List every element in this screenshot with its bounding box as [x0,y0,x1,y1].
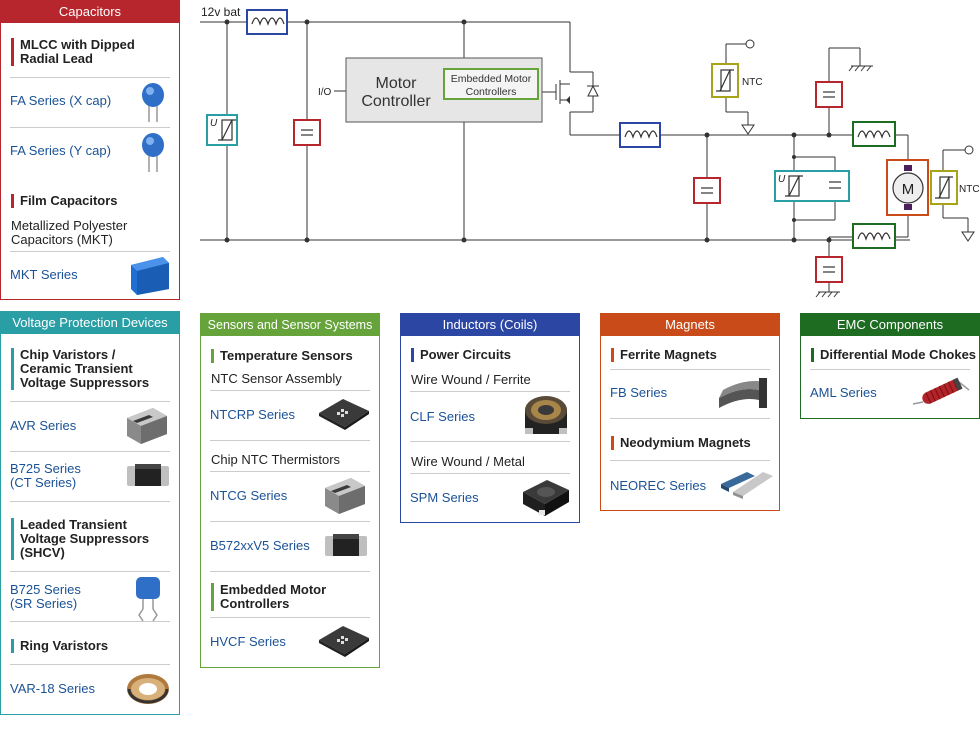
motor-symbol-label: M [902,181,915,198]
divider [610,369,770,370]
voltage-protection-panel: Voltage Protection Devices Chip Varistor… [0,311,180,715]
neorec-series-link[interactable]: NEOREC Series [610,478,707,493]
divider [210,521,370,522]
neorec-image [719,468,773,500]
divider [10,77,170,78]
divider [10,621,170,622]
fa-x-cap-image [138,81,168,123]
divider [210,571,370,572]
ntcg-image [321,474,369,516]
var18-image [125,672,171,706]
divider [210,440,370,441]
ntc-label-right: NTC [959,184,980,195]
ntcrp-image [317,395,371,431]
spm-series-link[interactable]: SPM Series [410,490,479,505]
embedded-label-1: Embedded Motor [451,73,532,85]
b725-sr-line1[interactable]: B725 Series [10,582,81,597]
divider [410,473,570,474]
battery-label: 12v bat [201,5,241,19]
b725-sr-line2[interactable]: (SR Series) [10,596,78,611]
hvcf-series-link[interactable]: HVCF Series [210,634,286,649]
avr-image [123,404,171,446]
capacitors-panel: Capacitors MLCC with Dipped Radial Lead … [0,0,180,300]
divider [210,471,370,472]
emc-panel: EMC Components Differential Mode Chokes … [800,313,980,419]
sensors-panel: Sensors and Sensor Systems Temperature S… [200,313,380,668]
aml-image [911,374,971,410]
hvcf-image [317,622,371,658]
b725-sr-series-link[interactable]: B725 Series (SR Series) [10,583,81,611]
inductors-panel: Inductors (Coils) Power Circuits Wire Wo… [400,313,580,523]
var18-series-link[interactable]: VAR-18 Series [10,681,96,696]
controller-title-1: Motor [376,75,418,92]
divider [10,401,170,402]
b725-ct-series-link[interactable]: B725 Series (CT Series) [10,462,81,490]
wire-wound-metal-subtitle: Wire Wound / Metal [411,454,525,469]
divider [10,251,170,252]
divider [610,460,770,461]
ntcg-series-link[interactable]: NTCG Series [210,488,288,503]
mkt-image [129,255,171,295]
clf-image [521,392,571,438]
ntcrp-series-link[interactable]: NTCRP Series [210,407,296,422]
magnets-section-neodymium: Neodymium Magnets [611,436,751,450]
divider [210,617,370,618]
voltage-protection-title[interactable]: Voltage Protection Devices [1,312,179,334]
inductors-section-power: Power Circuits [411,348,511,362]
b572xxv5-image [323,530,369,560]
b725-ct-image [125,460,171,490]
divider [10,664,170,665]
io-label: I/O [318,87,332,98]
fb-image [717,376,771,410]
clf-series-link[interactable]: CLF Series [410,409,476,424]
b725-sr-image [133,575,163,623]
voltage-section-ring: Ring Varistors [11,639,108,653]
embedded-label-2: Controllers [466,86,517,98]
mkt-series-link[interactable]: MKT Series [10,267,78,282]
magnets-title[interactable]: Magnets [601,314,779,336]
wire-wound-ferrite-subtitle: Wire Wound / Ferrite [411,372,531,387]
fa-y-cap-image [138,131,168,173]
fa-series-x-cap-link[interactable]: FA Series (X cap) [10,93,112,108]
ntc-sensor-assembly-subtitle: NTC Sensor Assembly [211,371,342,386]
emc-section-differential: Differential Mode Chokes [811,348,976,362]
divider [810,369,970,370]
spm-image [521,476,571,518]
ntc-label-upper: NTC [742,77,763,88]
magnets-section-ferrite: Ferrite Magnets [611,348,717,362]
circuit-diagram: 12v bat I/O Motor Controller Embedded Mo… [200,5,980,298]
capacitors-section-film: Film Capacitors [11,194,118,208]
sensors-section-embedded: Embedded Motor Controllers [211,583,350,611]
sensors-title[interactable]: Sensors and Sensor Systems [201,314,379,336]
divider [410,441,570,442]
avr-series-link[interactable]: AVR Series [10,418,77,433]
varistor-u-label-right: U [778,174,786,185]
capacitors-section-mlcc: MLCC with Dipped Radial Lead [11,38,155,66]
magnets-panel: Magnets Ferrite Magnets FB Series Neodym… [600,313,780,511]
b725-ct-line2[interactable]: (CT Series) [10,475,77,490]
divider [10,571,170,572]
voltage-section-chip-varistors: Chip Varistors / Ceramic Transient Volta… [11,348,162,390]
inductors-title[interactable]: Inductors (Coils) [401,314,579,336]
divider [610,418,770,419]
fa-series-y-cap-link[interactable]: FA Series (Y cap) [10,143,111,158]
divider [10,451,170,452]
b572xxv5-series-link[interactable]: B572xxV5 Series [210,538,310,553]
voltage-section-leaded: Leaded Transient Voltage Suppressors (SH… [11,518,162,560]
emc-title[interactable]: EMC Components [801,314,979,336]
chip-ntc-subtitle: Chip NTC Thermistors [211,452,341,467]
b725-ct-line1[interactable]: B725 Series [10,461,81,476]
controller-title-2: Controller [361,93,431,110]
divider [210,390,370,391]
fb-series-link[interactable]: FB Series [610,385,668,400]
capacitors-mkt-subtitle: Metallized Polyester Capacitors (MKT) [11,218,128,247]
sensors-section-temperature: Temperature Sensors [211,349,353,363]
divider [10,501,170,502]
divider [410,391,570,392]
varistor-u-label-left: U [210,118,218,129]
aml-series-link[interactable]: AML Series [810,385,877,400]
capacitors-title[interactable]: Capacitors [1,1,179,23]
divider [10,127,170,128]
